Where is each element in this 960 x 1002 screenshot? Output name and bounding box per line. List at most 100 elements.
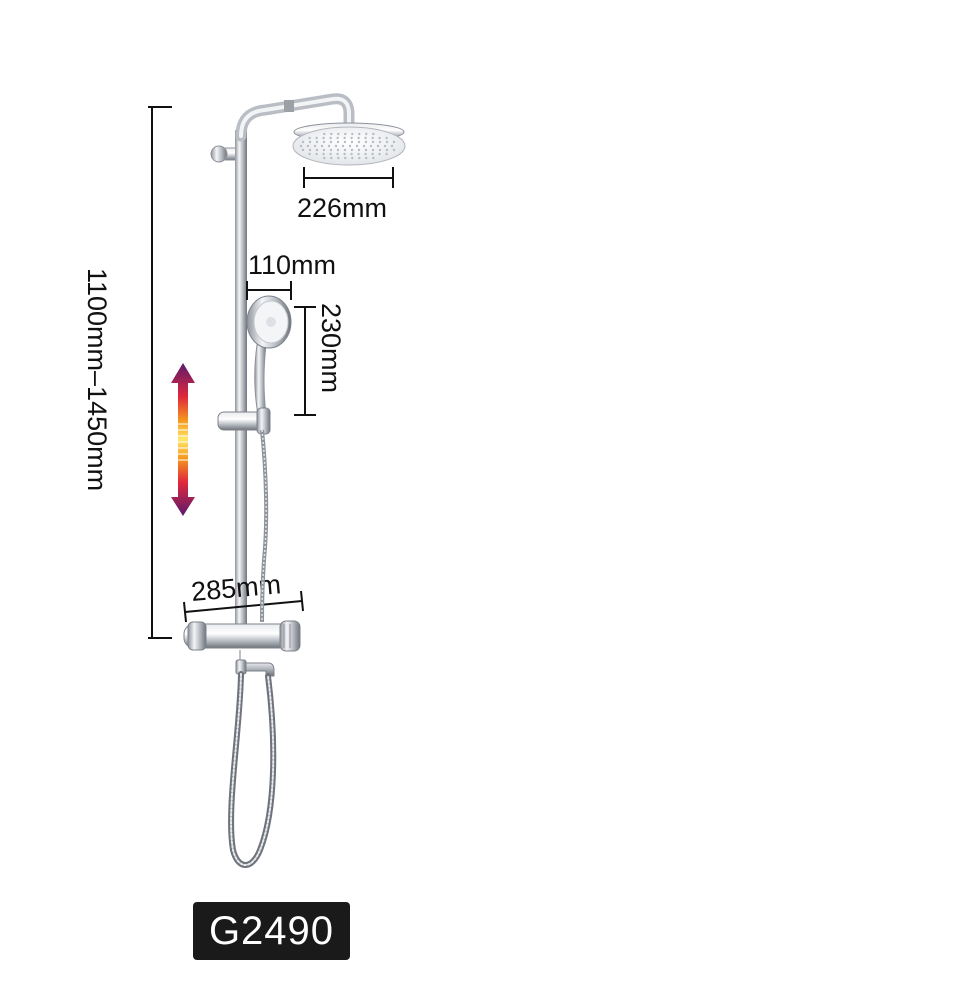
nozzle-dot [385,136,388,140]
nozzle-dot [390,144,394,148]
nozzle-dot [299,144,303,148]
overhead-diameter-dimension [303,167,394,188]
slide-holder [217,407,271,435]
nozzle-dot [385,152,388,156]
nozzle-dot [343,148,347,152]
nozzle-dot [315,148,319,152]
nozzle-dot [385,148,389,152]
mixer-width-dimension [183,590,304,623]
nozzle-dot [357,140,361,144]
nozzle-dot [371,148,375,152]
nozzle-dot [329,152,332,156]
nozzle-dot [357,148,361,152]
nozzle-dot [313,144,317,148]
nozzle-dot [322,148,326,152]
nozzle-dot [365,156,368,160]
nozzle-dot [337,132,340,136]
nozzle-dot [323,132,326,136]
nozzle-dot [350,136,353,140]
nozzle-dot [315,140,319,144]
nozzle-dot [315,152,318,156]
nozzle-dot [315,136,318,140]
nozzle-dot [308,148,312,152]
overhead-shower-head [292,122,406,166]
nozzle-dot [372,156,375,160]
model-code-badge: G2490 [193,902,350,960]
nozzle-dot [378,140,382,144]
nozzle-dot [343,152,346,156]
nozzle-dot [371,152,374,156]
nozzle-dot [364,152,367,156]
nozzle-dot [334,144,338,148]
hand-shower-length-label: 230mm [316,303,346,393]
nozzle-dot [364,140,368,144]
nozzle-dot [322,136,325,140]
nozzle-dot [308,136,311,140]
height-range-label: 1100mm–1450mm [82,268,112,491]
nozzle-dot [329,140,333,144]
nozzle-dot [336,140,340,144]
nozzle-dot [365,132,368,136]
bath-spout [235,650,275,677]
nozzle-dot [341,144,345,148]
nozzle-dot [330,156,333,160]
nozzle-dot [383,144,387,148]
nozzle-dot [350,140,354,144]
adjust-arrow-icon [171,363,195,516]
nozzle-dot [364,136,367,140]
nozzle-dot [327,144,331,148]
nozzle-dot [358,132,361,136]
nozzle-dot [376,144,380,148]
nozzle-dot [351,156,354,160]
nozzle-dot [337,156,340,160]
mixer-width-label: 285mm [190,569,282,607]
thermostatic-mixer [183,620,301,652]
nozzle-dot [385,140,389,144]
nozzle-dot [378,152,381,156]
hand-shower [246,295,292,416]
nozzle-dot [329,148,333,152]
nozzle-dot [357,152,360,156]
nozzle-dot [301,148,305,152]
nozzle-dot [358,156,361,160]
nozzle-dot [306,144,310,148]
nozzle-dot [369,144,373,148]
nozzle-dot [350,148,354,152]
nozzle-dot [344,156,347,160]
nozzle-dot [392,148,396,152]
nozzle-dot [350,152,353,156]
nozzle-dot [372,132,375,136]
nozzle-dot [371,136,374,140]
nozzle-dot [343,136,346,140]
overhead-diameter-label: 226mm [297,193,387,223]
nozzle-dot [344,132,347,136]
nozzle-dot [308,140,312,144]
nozzle-dot [336,148,340,152]
nozzle-dot [364,148,368,152]
nozzle-dot [351,132,354,136]
overhead-arm [235,93,355,142]
hand-shower-length-dimension [294,306,316,416]
nozzle-dot [355,144,359,148]
nozzle-dot [322,152,325,156]
hand-shower-width-label: 110mm [248,250,336,280]
nozzle-dot [336,152,339,156]
nozzle-dot [343,140,347,144]
nozzle-dot [392,140,396,144]
nozzle-dot [323,156,326,160]
shower-hose [228,429,277,868]
nozzle-dot [329,136,332,140]
nozzle-dot [348,144,352,148]
nozzle-dot [322,140,326,144]
nozzle-dot [378,148,382,152]
nozzle-dot [308,152,311,156]
nozzle-dot [320,144,324,148]
hand-shower-width-dimension [246,281,292,300]
nozzle-dot [301,140,305,144]
overhead-nozzles [299,132,396,160]
nozzle-dot [371,140,375,144]
nozzle-dot [336,136,339,140]
nozzle-dot [378,136,381,140]
